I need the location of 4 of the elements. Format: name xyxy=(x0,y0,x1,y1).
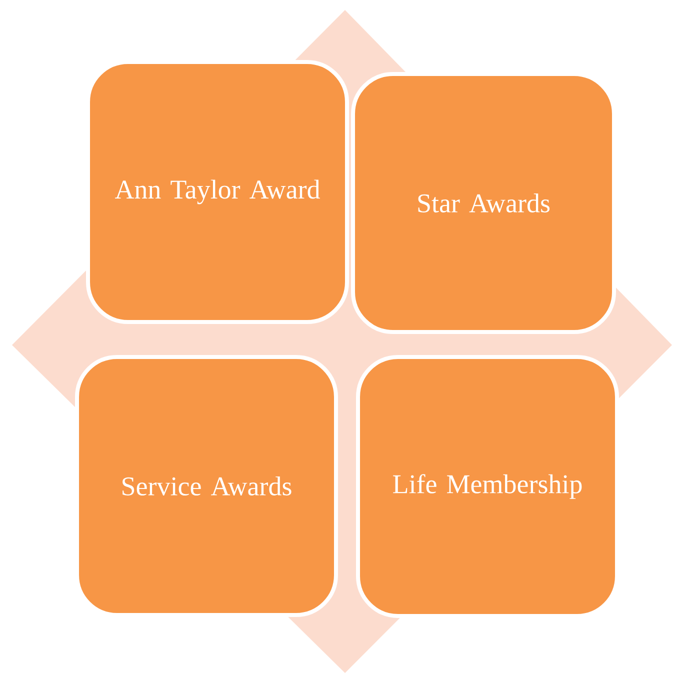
award-box: Life Membership xyxy=(356,355,619,618)
award-box: Star Awards xyxy=(351,72,616,334)
award-box: Service Awards xyxy=(75,355,338,617)
award-box: Ann Taylor Award xyxy=(86,60,349,324)
